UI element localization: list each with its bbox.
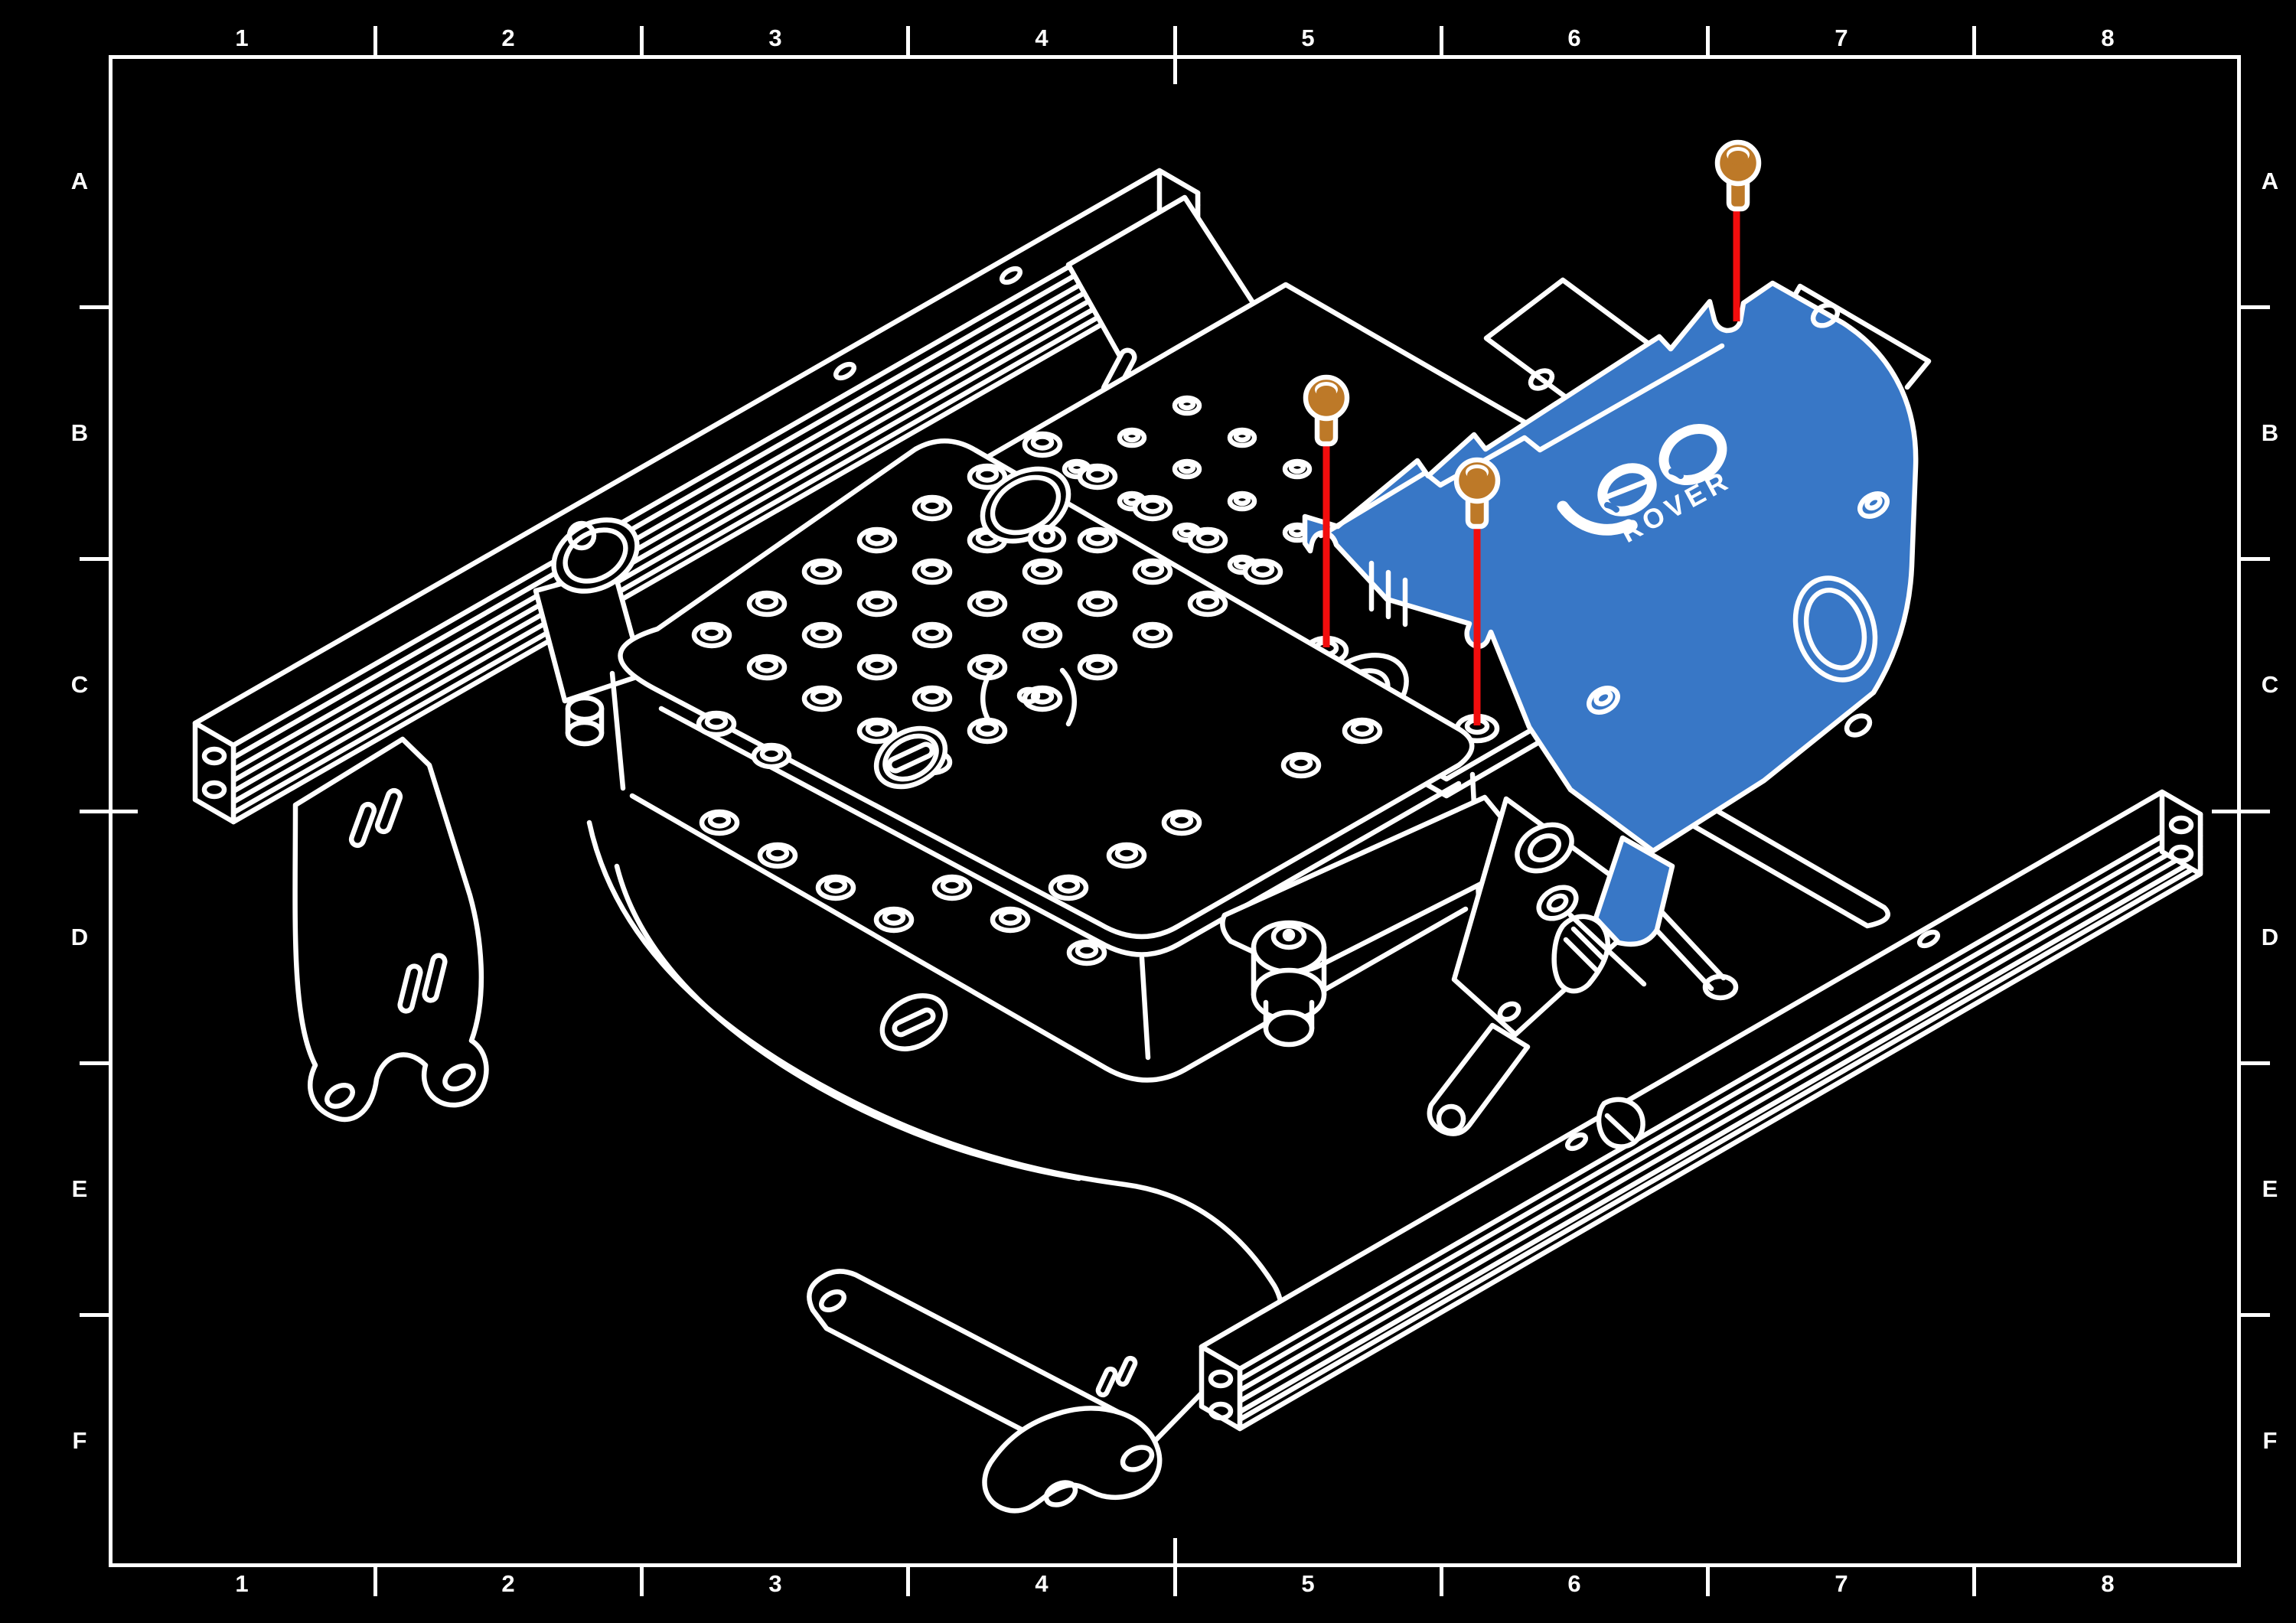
- zone-center-tick: [80, 810, 138, 813]
- zone-tick: [373, 1567, 377, 1596]
- zone-col-label: 1: [235, 24, 249, 51]
- mounting-screws: [1303, 139, 1762, 530]
- zone-row-label: E: [71, 1175, 88, 1202]
- zone-tick: [2241, 1313, 2270, 1317]
- zone-center-tick: [1173, 1538, 1177, 1596]
- zone-col-label: 8: [2101, 24, 2115, 51]
- zone-row-label: C: [2261, 671, 2279, 698]
- plate-edge-below-box: [1659, 787, 1890, 929]
- zone-tick: [2241, 1061, 2270, 1065]
- zone-col-label: 5: [1301, 1570, 1315, 1597]
- zone-row-label: C: [70, 671, 89, 698]
- zone-tick: [80, 1061, 109, 1065]
- zone-col-label: 4: [1035, 24, 1049, 51]
- zone-row-label: B: [2261, 419, 2279, 446]
- zone-col-label: 4: [1035, 1570, 1049, 1597]
- zone-row-label: D: [70, 924, 89, 950]
- zone-tick: [373, 26, 377, 55]
- slotted-screw-head: [873, 725, 948, 790]
- zone-tick: [1972, 1567, 1976, 1596]
- screw-left: [1303, 374, 1350, 447]
- arc-detail: [980, 664, 1077, 727]
- zone-col-label: 6: [1567, 24, 1581, 51]
- zone-tick: [1440, 26, 1443, 55]
- zone-col-label: 3: [768, 24, 782, 51]
- main-chassis-plate: [609, 434, 1482, 1083]
- motor-shaft-boss: [980, 466, 1071, 553]
- zone-tick: [1706, 26, 1710, 55]
- wheel-mount-boss-left: [533, 517, 646, 747]
- zone-row-label: A: [2261, 168, 2279, 194]
- zone-tick: [1706, 1567, 1710, 1596]
- suspension-rocker: [1220, 794, 1739, 1149]
- battery-box: ROVER: [1302, 280, 1919, 947]
- zone-tick: [640, 1567, 644, 1596]
- slotted-screw-head: [879, 993, 948, 1051]
- chassis-rail-right: [1199, 789, 2203, 1432]
- zone-row-label: D: [2261, 924, 2279, 950]
- suspension-arm-rear-left: [807, 1269, 1218, 1514]
- zone-row-label: F: [2262, 1427, 2278, 1454]
- suspension-bracket-left: [292, 736, 489, 1123]
- zone-tick: [1440, 1567, 1443, 1596]
- zone-col-label: 6: [1567, 1570, 1581, 1597]
- zone-col-label: 2: [501, 24, 515, 51]
- zone-tick: [906, 26, 910, 55]
- zone-center-tick: [2212, 810, 2270, 813]
- screw-middle: [1453, 457, 1501, 530]
- zone-col-label: 1: [235, 1570, 249, 1597]
- screw-hole-middle: [1454, 713, 1500, 744]
- zone-row-label: B: [70, 419, 89, 446]
- zone-col-label: 3: [768, 1570, 782, 1597]
- zone-col-label: 7: [1835, 1570, 1848, 1597]
- fender-panels: [586, 820, 1285, 1397]
- zone-tick: [80, 1313, 109, 1317]
- zone-tick: [906, 1567, 910, 1596]
- zone-tick: [1972, 26, 1976, 55]
- zone-tick: [2241, 305, 2270, 309]
- zone-tick: [80, 557, 109, 561]
- zone-tick: [80, 305, 109, 309]
- zone-center-tick: [1173, 26, 1177, 84]
- zone-tick: [640, 26, 644, 55]
- zone-tick: [2241, 557, 2270, 561]
- screw-right: [1714, 139, 1762, 212]
- screw-guide-lines: [1322, 203, 1740, 725]
- zone-row-label: E: [2262, 1175, 2278, 1202]
- zone-col-label: 7: [1835, 24, 1848, 51]
- zone-col-label: 5: [1301, 24, 1315, 51]
- zone-col-label: 2: [501, 1570, 515, 1597]
- zone-col-label: 8: [2101, 1570, 2115, 1597]
- chassis-rail-left: [192, 168, 1201, 825]
- zone-row-label: A: [70, 168, 89, 194]
- zone-row-label: F: [72, 1427, 87, 1454]
